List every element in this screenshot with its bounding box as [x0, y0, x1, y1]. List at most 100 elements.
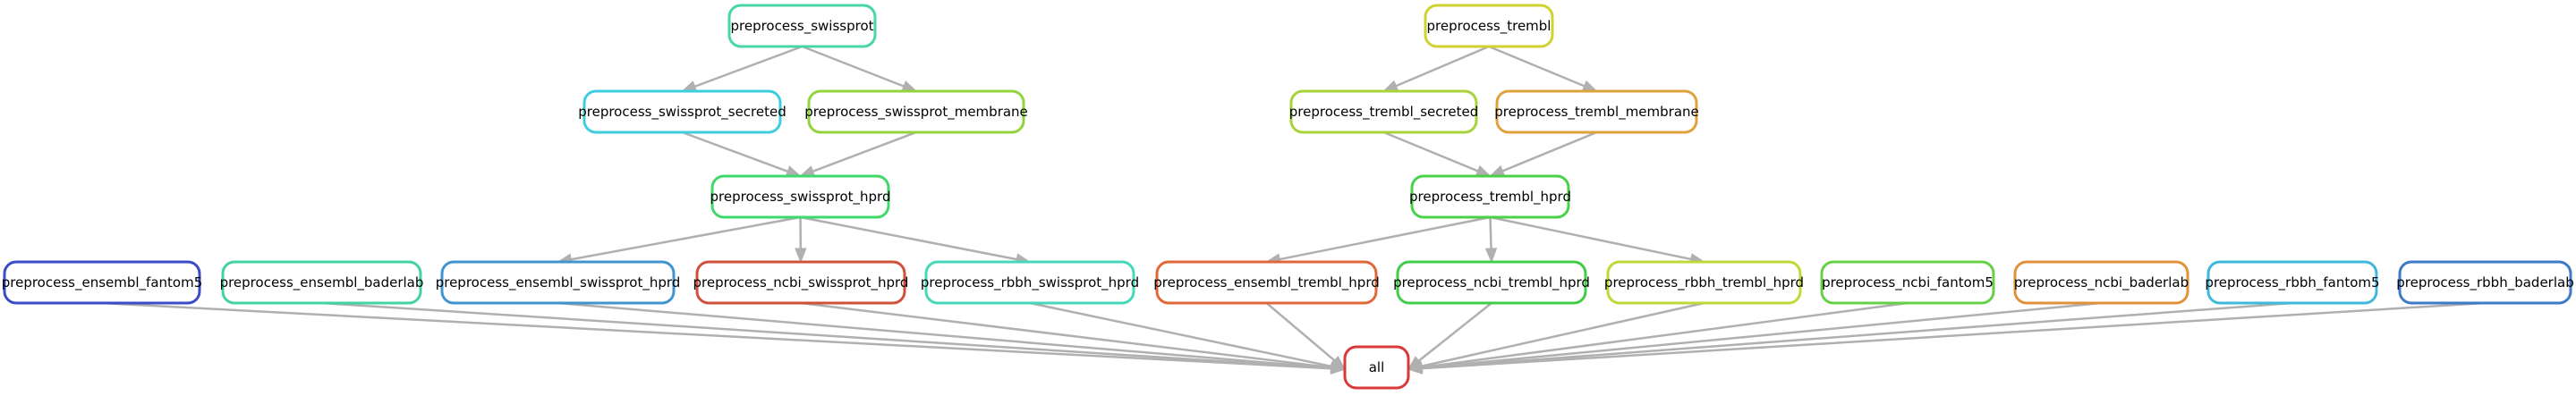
edge-line — [802, 45, 905, 88]
edge-line — [812, 131, 917, 173]
edge-line — [694, 45, 803, 88]
rule-node-label: preprocess_swissprot_secreted — [578, 104, 786, 121]
rule-node-preprocess-rbbh-baderlab: preprocess_rbbh_baderlab — [2396, 260, 2574, 305]
edge-line — [1265, 302, 1336, 362]
rule-node-box — [1343, 345, 1410, 390]
rule-node-label: preprocess_rbbh_swissprot_hprd — [921, 274, 1139, 291]
rule-node-preprocess-ensembl-fantom5: preprocess_ensembl_fantom5 — [2, 260, 203, 305]
rule-node-preprocess-ensembl-trembl-hprd: preprocess_ensembl_trembl_hprd — [1153, 260, 1380, 305]
rule-node-label: preprocess_ensembl_baderlab — [220, 274, 424, 291]
edge-line — [1395, 45, 1490, 88]
rule-node-box — [1424, 4, 1554, 48]
rule-node-preprocess-rbbh-fantom5: preprocess_rbbh_fantom5 — [2205, 260, 2380, 305]
edge-preprocess-swissprot-hprd-to-preprocess-ensembl-swissprot-hprd — [557, 215, 801, 265]
rule-node-label: preprocess_rbbh_trembl_hprd — [1604, 274, 1804, 291]
rule-node-label: preprocess_trembl_membrane — [1494, 104, 1699, 121]
edge-preprocess-trembl-to-preprocess-trembl-membrane — [1488, 45, 1598, 92]
edge-preprocess-rbbh-baderlab-to-all — [1407, 301, 2486, 375]
edge-line — [1421, 301, 2102, 369]
rule-node-box — [1410, 174, 1570, 219]
rule-node-box — [1495, 89, 1698, 134]
rule-node-preprocess-trembl-hprd: preprocess_trembl_hprd — [1409, 174, 1571, 219]
edge-line — [1421, 301, 1909, 369]
edge-preprocess-trembl-membrane-to-preprocess-trembl-hprd — [1489, 131, 1597, 177]
edge-arrowhead — [901, 80, 918, 92]
rule-node-label: preprocess_trembl — [1427, 18, 1552, 35]
edge-arrowhead — [1581, 80, 1598, 92]
rule-node-label: preprocess_swissprot_membrane — [804, 104, 1028, 121]
edge-preprocess-trembl-secreted-to-preprocess-trembl-hprd — [1383, 131, 1492, 177]
rule-node-box — [807, 89, 1025, 134]
rule-node-box — [2206, 260, 2378, 305]
edge-line — [557, 301, 1332, 369]
edge-line — [321, 301, 1332, 370]
edge-preprocess-swissprot-secreted-to-preprocess-swissprot-hprd — [682, 131, 802, 177]
edge-preprocess-swissprot-hprd-to-preprocess-rbbh-swissprot-hprd — [800, 215, 1032, 265]
edge-line — [1421, 301, 1705, 367]
edge-preprocess-trembl-hprd-to-preprocess-ensembl-trembl-hprd — [1265, 215, 1491, 265]
rule-node-preprocess-swissprot-hprd: preprocess_swissprot_hprd — [710, 174, 891, 219]
rule-node-box — [3, 260, 201, 305]
edge-line — [1488, 45, 1586, 88]
rule-node-preprocess-ncbi-trembl-hprd: preprocess_ncbi_trembl_hprd — [1393, 260, 1590, 305]
edge-preprocess-swissprot-to-preprocess-swissprot-secreted — [681, 45, 803, 92]
rule-node-preprocess-ncbi-swissprot-hprd: preprocess_ncbi_swissprot_hprd — [693, 260, 908, 305]
edge-preprocess-rbbh-fantom5-to-all — [1407, 301, 2293, 375]
edge-line — [1279, 215, 1491, 261]
rule-node-preprocess-ncbi-fantom5: preprocess_ncbi_fantom5 — [1820, 260, 1995, 305]
rule-node-box — [710, 174, 890, 219]
edge-arrowhead — [1489, 164, 1506, 177]
rule-node-all: all — [1343, 345, 1410, 390]
rule-node-preprocess-trembl-membrane: preprocess_trembl_membrane — [1494, 89, 1699, 134]
edge-line — [1417, 302, 1492, 362]
rule-node-label: preprocess_swissprot — [730, 18, 873, 35]
rule-node-preprocess-swissprot-membrane: preprocess_swissprot_membrane — [804, 89, 1028, 134]
rule-node-label: preprocess_swissprot_hprd — [710, 189, 891, 206]
rule-node-box — [2398, 260, 2572, 305]
edge-preprocess-swissprot-to-preprocess-swissprot-membrane — [802, 45, 918, 92]
rule-node-preprocess-ensembl-baderlab: preprocess_ensembl_baderlab — [220, 260, 424, 305]
edge-preprocess-ensembl-baderlab-to-all — [321, 301, 1347, 375]
edge-preprocess-trembl-to-preprocess-trembl-secreted — [1382, 45, 1490, 92]
edge-line — [571, 215, 801, 261]
rule-node-box — [1396, 260, 1587, 305]
rule-node-preprocess-rbbh-swissprot-hprd: preprocess_rbbh_swissprot_hprd — [921, 260, 1139, 305]
edge-arrowhead — [1484, 248, 1498, 264]
edge-preprocess-ensembl-fantom5-to-all — [101, 301, 1347, 375]
rule-node-box — [1820, 260, 1995, 305]
edge-line — [1489, 216, 1492, 249]
edge-arrowhead — [795, 248, 807, 264]
rule-node-label: preprocess_ensembl_fantom5 — [2, 274, 203, 291]
edge-line — [682, 131, 788, 173]
edge-line — [1501, 131, 1597, 173]
rule-node-box — [1155, 260, 1378, 305]
nodes-layer: preprocess_swissprot preprocess_tremblpre… — [2, 4, 2574, 390]
edge-arrowhead — [1382, 80, 1399, 92]
rule-node-label: preprocess_ensembl_trembl_hprd — [1153, 274, 1380, 291]
edge-arrowhead — [1407, 362, 1423, 375]
rule-node-box — [582, 89, 782, 134]
rule-node-preprocess-swissprot: preprocess_swissprot — [727, 4, 877, 48]
rule-node-preprocess-trembl-secreted: preprocess_trembl_secreted — [1289, 89, 1478, 134]
rule-node-label: preprocess_ncbi_baderlab — [2014, 274, 2189, 291]
edge-preprocess-trembl-hprd-to-preprocess-rbbh-trembl-hprd — [1490, 215, 1705, 265]
rule-node-preprocess-trembl: preprocess_trembl — [1424, 4, 1554, 48]
edge-preprocess-ensembl-trembl-hprd-to-all — [1265, 302, 1347, 370]
rule-node-preprocess-rbbh-trembl-hprd: preprocess_rbbh_trembl_hprd — [1604, 260, 1804, 305]
rule-node-preprocess-ensembl-swissprot-hprd: preprocess_ensembl_swissprot_hprd — [436, 260, 681, 305]
rule-node-label: preprocess_ncbi_fantom5 — [1822, 274, 1994, 291]
rule-node-box — [221, 260, 422, 305]
edge-line — [101, 301, 1332, 370]
rule-node-preprocess-swissprot-secreted: preprocess_swissprot_secreted — [578, 89, 786, 134]
edge-line — [1029, 301, 1332, 368]
rule-node-box — [1606, 260, 1802, 305]
rule-node-label: preprocess_rbbh_fantom5 — [2205, 274, 2379, 291]
rule-node-label: preprocess_ensembl_swissprot_hprd — [436, 274, 681, 291]
rule-node-label: preprocess_ncbi_trembl_hprd — [1393, 274, 1590, 291]
rule-node-box — [1289, 89, 1478, 134]
rule-node-box — [2013, 260, 2189, 305]
rule-node-box — [695, 260, 906, 305]
rule-node-label: preprocess_trembl_secreted — [1289, 104, 1478, 121]
edges-layer — [101, 45, 2486, 375]
